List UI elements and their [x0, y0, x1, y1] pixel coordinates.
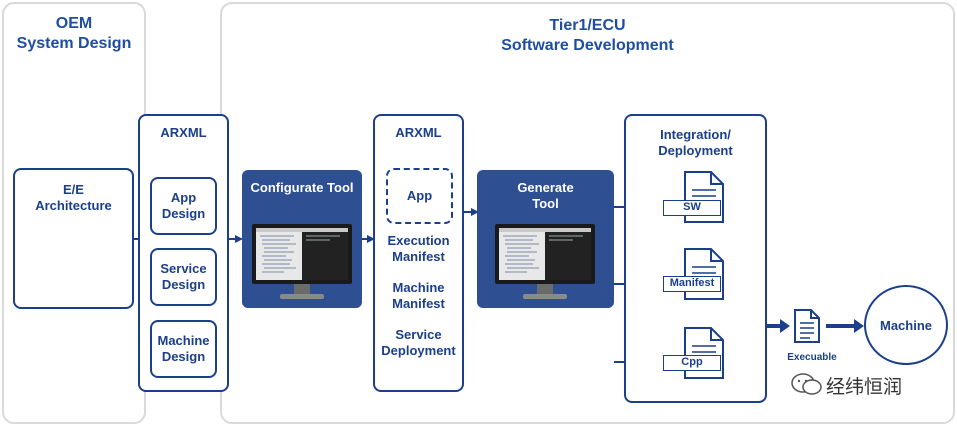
integration-line2: Deployment: [658, 143, 733, 158]
service-design-line2: Design: [161, 277, 206, 292]
arxml-manifest-column: [373, 114, 464, 392]
app-design-line2: Design: [161, 206, 206, 221]
executable-document-icon: [794, 309, 820, 343]
machine-label: Machine: [879, 317, 932, 333]
tier1-title: Tier1/ECU Software Development: [440, 16, 735, 56]
machine-manifest-line2: Manifest: [392, 296, 445, 311]
monitor-icon: [495, 224, 595, 299]
generate-tool-line2: Tool: [532, 196, 559, 211]
ee-architecture-box: E/E Architecture: [13, 168, 134, 309]
integration-title: Integration/ Deployment: [624, 127, 767, 159]
arxml-manifest-title: ARXML: [395, 125, 442, 140]
machine-manifest-label: Machine Manifest: [373, 280, 464, 312]
configurate-tool: Configurate Tool: [242, 170, 362, 308]
oem-title-line2: System Design: [16, 35, 132, 52]
execution-manifest-label: Execution Manifest: [373, 233, 464, 265]
execution-manifest-line2: Manifest: [392, 249, 445, 264]
app-design-line1: App: [170, 190, 197, 205]
service-design-line1: Service: [160, 261, 207, 276]
service-deployment-line1: Service: [395, 327, 442, 342]
arxml-design-title: ARXML: [160, 125, 207, 140]
oem-title-line1: OEM: [55, 15, 93, 32]
sw-doc-label: SW: [663, 200, 721, 216]
app-design-box: App Design: [150, 177, 217, 235]
generate-tool: Generate Tool: [477, 170, 614, 308]
oem-title: OEM System Design: [2, 14, 146, 54]
tier1-title-line1: Tier1/ECU: [549, 17, 626, 34]
execution-manifest-line1: Execution: [387, 233, 450, 248]
app-box-label: App: [406, 188, 433, 203]
service-deployment-line2: Deployment: [381, 343, 456, 358]
tier1-title-line2: Software Development: [501, 37, 674, 54]
wechat-icon: [791, 373, 822, 395]
generate-tool-title: Generate Tool: [477, 180, 614, 212]
manifest-doc-label: Manifest: [663, 276, 721, 292]
service-design-box: Service Design: [150, 248, 217, 306]
watermark-text: 经纬恒润: [826, 376, 903, 398]
integration-line1: Integration/: [660, 127, 731, 142]
configurate-tool-title: Configurate Tool: [250, 180, 354, 195]
machine-node: Machine: [864, 285, 948, 365]
cpp-doc-label: Cpp: [663, 355, 721, 371]
ee-line1: E/E: [63, 182, 84, 197]
machine-design-line2: Design: [161, 349, 206, 364]
monitor-icon: [252, 224, 352, 299]
machine-manifest-line1: Machine: [392, 280, 445, 295]
cpp-document-icon: [684, 327, 724, 379]
ee-line2: Architecture: [35, 198, 112, 213]
service-deployment-label: Service Deployment: [373, 327, 464, 359]
executable-label: Execuable: [787, 352, 837, 363]
generate-tool-line1: Generate: [517, 180, 574, 195]
machine-design-line1: Machine: [157, 333, 210, 348]
machine-design-box: Machine Design: [150, 320, 217, 378]
app-box-dashed: App: [386, 168, 453, 224]
manifest-document-icon: [684, 248, 724, 300]
